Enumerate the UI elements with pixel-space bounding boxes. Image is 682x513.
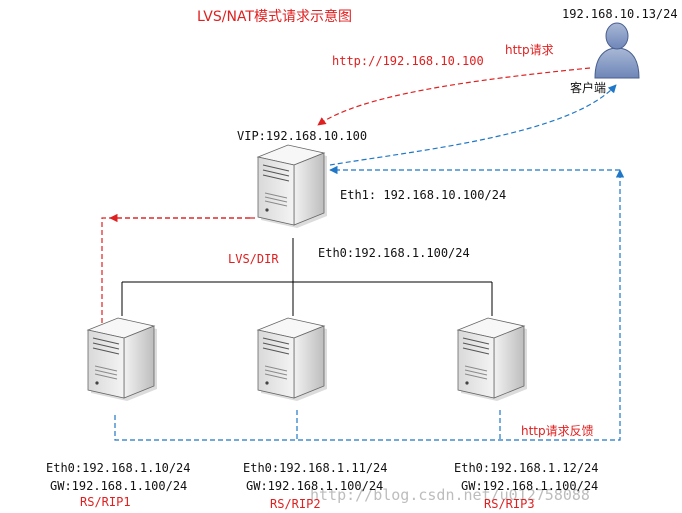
director-eth1: Eth1: 192.168.10.100/24 <box>340 188 507 202</box>
director-vip: VIP:192.168.10.100 <box>237 129 368 143</box>
rs2-name: RS/RIP2 <box>270 497 321 511</box>
watermark-text: http://blog.csdn.net/u012758088 <box>310 486 590 504</box>
client-label: 客户端 <box>570 81 607 95</box>
director-name: LVS/DIR <box>228 252 279 266</box>
director-server-icon <box>257 144 328 229</box>
rs2-eth0: Eth0:192.168.1.11/24 <box>243 461 388 475</box>
rs3-name: RS/RIP3 <box>484 497 535 511</box>
client-ip: 192.168.10.13/24 <box>562 7 678 21</box>
client-person-icon <box>594 22 640 79</box>
rs2-gateway: GW:192.168.1.100/24 <box>246 479 384 493</box>
response-arrow-director-to-client <box>329 84 617 166</box>
rs3-eth0: Eth0:192.168.1.12/24 <box>454 461 599 475</box>
request-arrow-client-to-director <box>317 67 591 126</box>
diagram-title: LVS/NAT模式请求示意图 <box>197 9 352 25</box>
rs3-gateway: GW:192.168.1.100/24 <box>461 479 599 493</box>
real-server-3-icon <box>457 317 528 402</box>
request-url: http://192.168.10.100 <box>332 54 484 68</box>
response-label: http请求反馈 <box>521 424 594 438</box>
rs1-eth0: Eth0:192.168.1.10/24 <box>46 461 191 475</box>
response-arrow-bottom-bus <box>114 169 625 441</box>
network-wires <box>121 238 493 316</box>
rs1-name: RS/RIP1 <box>80 495 131 509</box>
real-server-2-icon <box>257 317 328 402</box>
director-eth0: Eth0:192.168.1.100/24 <box>318 246 470 260</box>
rs1-gateway: GW:192.168.1.100/24 <box>50 479 188 493</box>
request-arrow-director-to-rs1 <box>97 217 250 337</box>
real-server-1-icon <box>87 317 158 402</box>
request-label: http请求 <box>505 43 554 57</box>
